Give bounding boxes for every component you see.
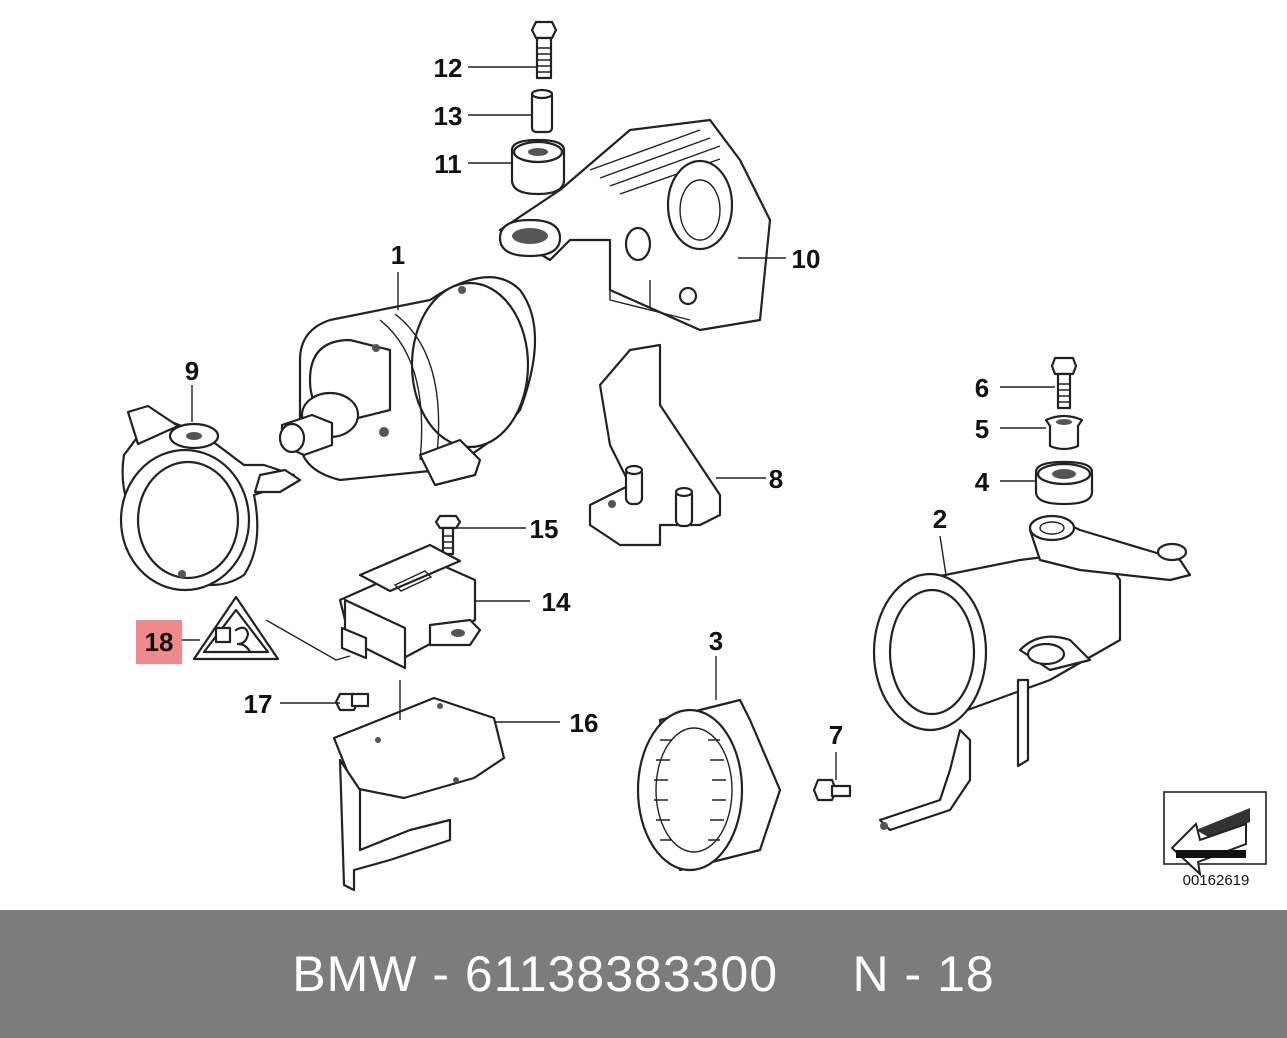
part-4-rubber-mount [1034,460,1094,506]
part-3-gear-ring [636,698,782,872]
callout-18: 18 [145,627,174,657]
callout-16: 16 [570,708,599,738]
part-12-bolt [530,20,558,80]
callout-10: 10 [792,244,821,274]
part-2-housing [872,514,1192,832]
callout-labels: 12 13 11 1 10 9 8 6 5 4 2 15 14 3 18 17 … [136,53,990,750]
callout-6: 6 [975,373,989,403]
part-13-sleeve [530,88,554,134]
part-14-sensor-module [338,543,482,670]
catalog-number: 00162619 [1183,872,1250,889]
callout-1: 1 [391,240,405,270]
orientation-arrow-icon [1163,791,1267,877]
highlight-box [136,620,182,664]
part-17-screw [334,692,370,712]
callout-15: 15 [530,514,559,544]
part-9-clamp-ring [119,404,302,592]
part-18-warning-label [192,595,280,661]
part-5-sleeve [1044,414,1084,451]
callout-3: 3 [709,626,723,656]
callout-9: 9 [185,356,199,386]
callout-7: 7 [829,720,843,750]
part-number-caption: BMW - 61138383300 N - 18 [292,946,995,1002]
part-8-bracket [588,343,722,547]
part-11-rubber-mount [510,138,566,196]
callout-4: 4 [975,467,990,497]
part-7-bolt [812,778,852,802]
footer-bar: BMW - 61138383300 N - 18 [0,910,1287,1038]
callout-13: 13 [434,101,463,131]
parts-diagram: 12 13 11 1 10 9 8 6 5 4 2 15 14 3 18 17 … [119,20,1267,892]
part-6-bolt [1050,356,1078,410]
leader-lines [182,66,1055,780]
callout-8: 8 [769,464,783,494]
callout-5: 5 [975,414,989,444]
callout-12: 12 [434,53,463,83]
part-10-bracket [498,118,772,332]
part-16-bracket [332,696,506,892]
callout-14: 14 [542,587,571,617]
callout-2: 2 [933,504,947,534]
callout-11: 11 [434,149,462,179]
callout-17: 17 [244,689,273,719]
part-15-screw [434,514,462,556]
part-1-motor [278,276,537,487]
